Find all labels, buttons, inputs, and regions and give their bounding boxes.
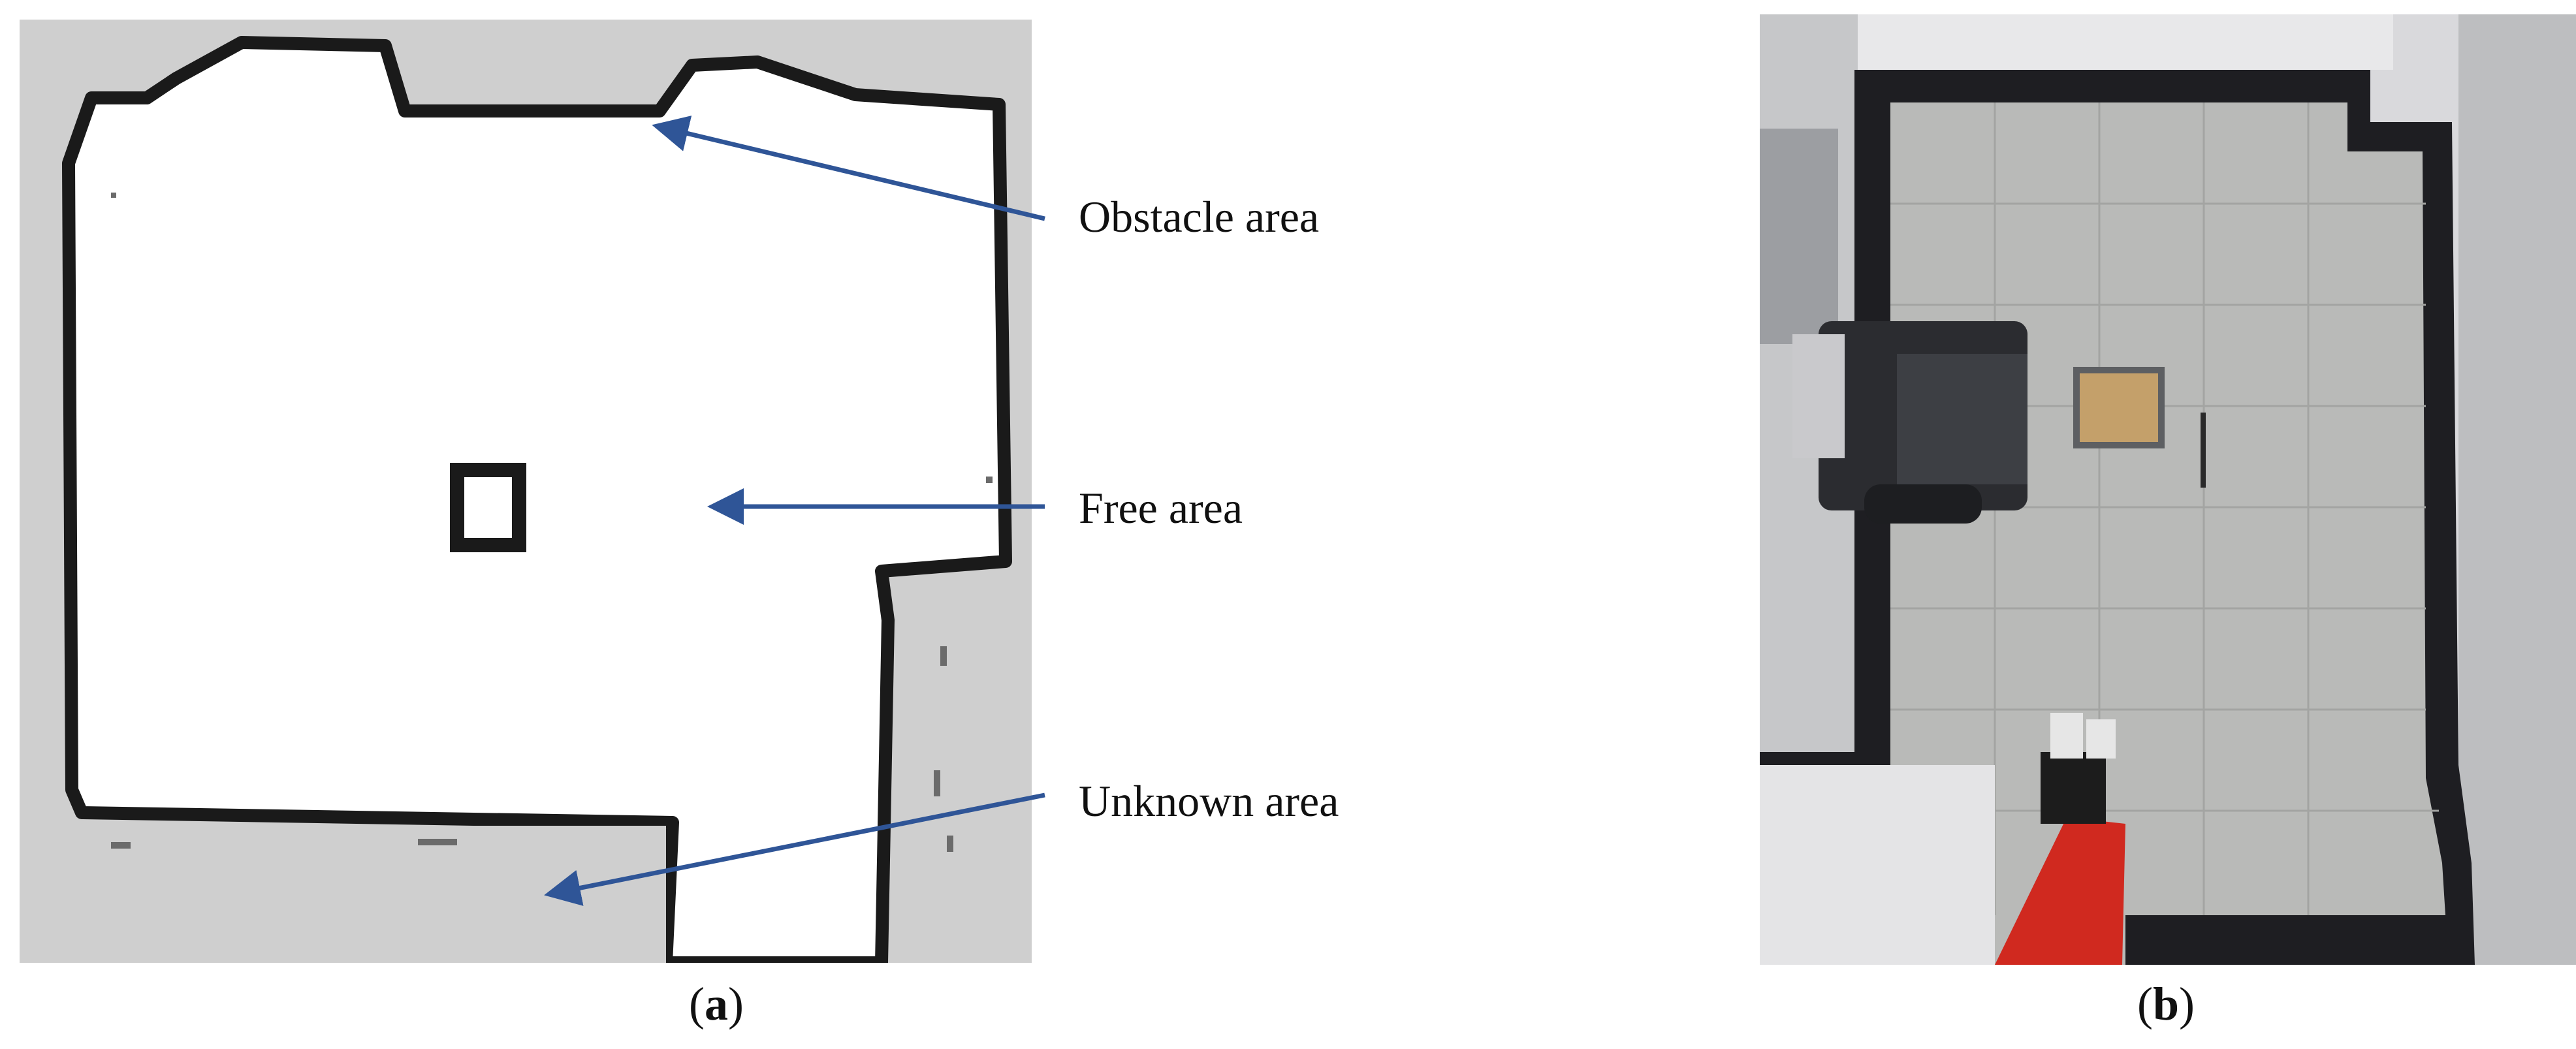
floor-box xyxy=(2073,367,2165,448)
caption-b: (b) xyxy=(2137,980,2195,1027)
obstacle-area-label: Obstacle area xyxy=(1079,192,1320,242)
caption-b-open: ( xyxy=(2137,978,2153,1030)
room-photo xyxy=(1760,14,2576,965)
wheelchair xyxy=(1792,321,2027,524)
caption-b-close: ) xyxy=(2179,978,2195,1030)
left-cabinet xyxy=(1760,765,1995,965)
caption-a-open: ( xyxy=(689,978,705,1030)
unknown-area-label: Unknown area xyxy=(1079,776,1339,826)
tiled-floor xyxy=(1760,102,2445,965)
caption-a-close: ) xyxy=(727,978,744,1030)
right-wall xyxy=(2458,14,2576,965)
free-area-region xyxy=(62,36,1012,963)
free-area-label: Free area xyxy=(1079,483,1243,533)
occupancy-map xyxy=(20,20,1032,963)
central-obstacle xyxy=(450,463,526,552)
caption-a-letter: a xyxy=(704,978,728,1030)
person xyxy=(1995,713,2125,965)
caption-a: (a) xyxy=(689,980,744,1027)
floor-stick xyxy=(2201,413,2206,488)
top-wall xyxy=(1858,14,2393,70)
caption-b-letter: b xyxy=(2152,978,2180,1030)
occupancy-map-graphic xyxy=(20,20,1032,963)
radiator xyxy=(1760,129,1838,344)
room-photo-graphic xyxy=(1760,14,2576,965)
